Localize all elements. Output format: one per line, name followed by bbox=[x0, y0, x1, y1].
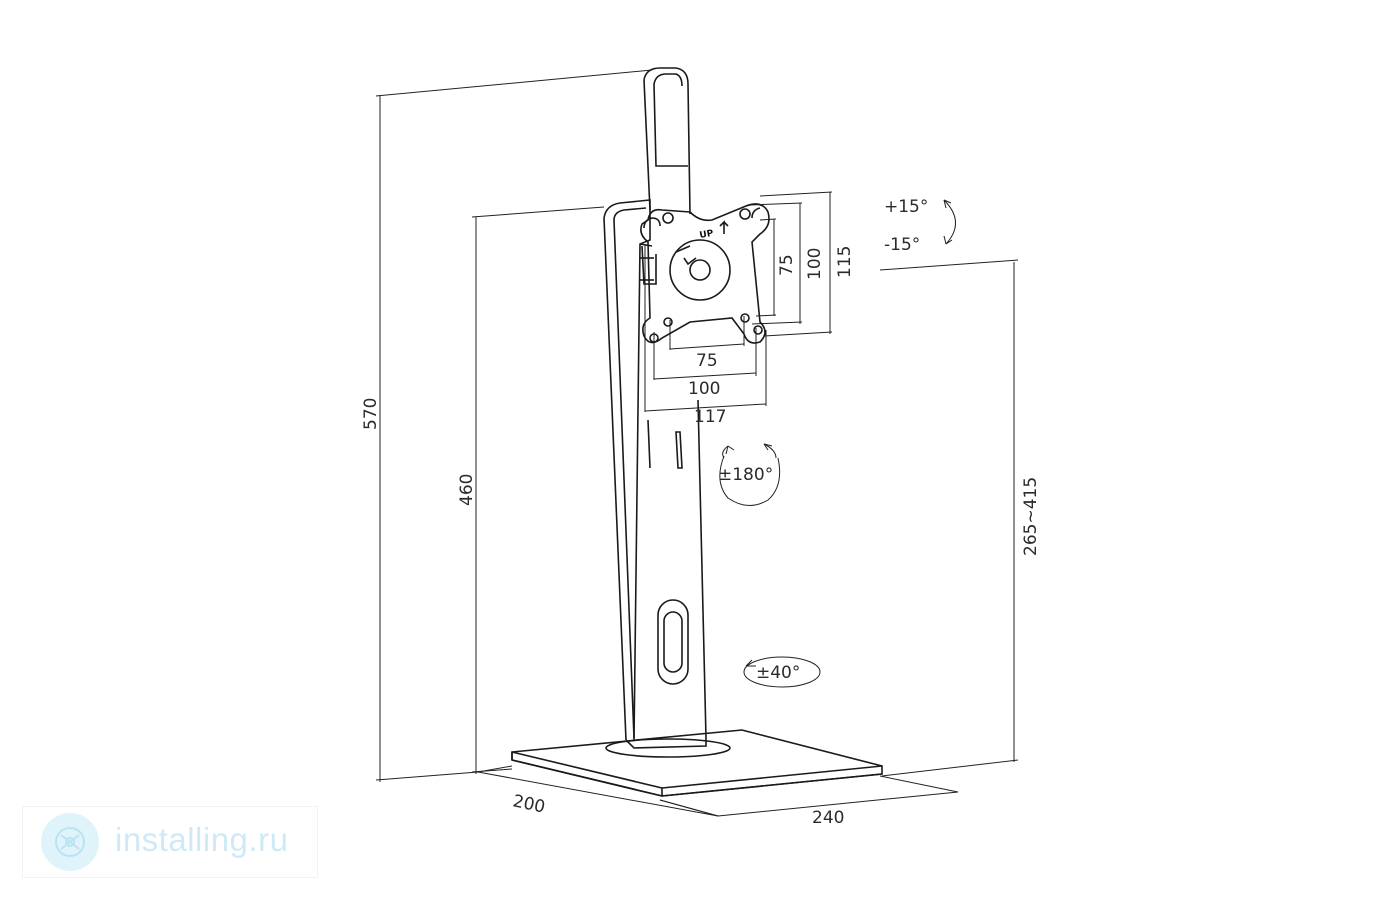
plate-width-large-label: 100 bbox=[688, 379, 720, 399]
stand-base bbox=[511, 729, 883, 797]
plate-height-large-label: 100 bbox=[805, 248, 825, 280]
watermark-text[interactable]: installing.ru bbox=[115, 821, 289, 858]
watermark: installing.ru bbox=[22, 806, 318, 878]
tilt-down-label: -15° bbox=[884, 235, 920, 255]
installing-logo-icon bbox=[41, 813, 99, 871]
rotation-label: ±180° bbox=[718, 465, 773, 485]
height-range-label: 265~415 bbox=[1021, 477, 1041, 556]
dimension-lines bbox=[375, 69, 1019, 817]
base-width-label: 240 bbox=[812, 808, 844, 828]
plate-height-overall-label: 115 bbox=[835, 246, 855, 278]
tilt-indicator: +15° -15° bbox=[884, 197, 956, 255]
vesa-plate bbox=[640, 203, 770, 344]
base-depth-label: 200 bbox=[511, 791, 547, 817]
rotation-indicator: ±180° bbox=[718, 443, 781, 506]
stand-pole bbox=[603, 199, 707, 749]
total-height-label: 570 bbox=[361, 398, 381, 430]
swivel-label: ±40° bbox=[756, 663, 800, 683]
swivel-indicator: ±40° bbox=[743, 656, 821, 688]
tilt-up-label: +15° bbox=[884, 197, 928, 217]
plate-width-overall-label: 117 bbox=[694, 407, 726, 427]
plate-height-small-label: 75 bbox=[777, 254, 797, 276]
lift-arm bbox=[640, 67, 691, 285]
plate-up-label: UP bbox=[699, 229, 715, 241]
pole-height-label: 460 bbox=[457, 474, 477, 506]
plate-width-small-label: 75 bbox=[696, 351, 718, 371]
